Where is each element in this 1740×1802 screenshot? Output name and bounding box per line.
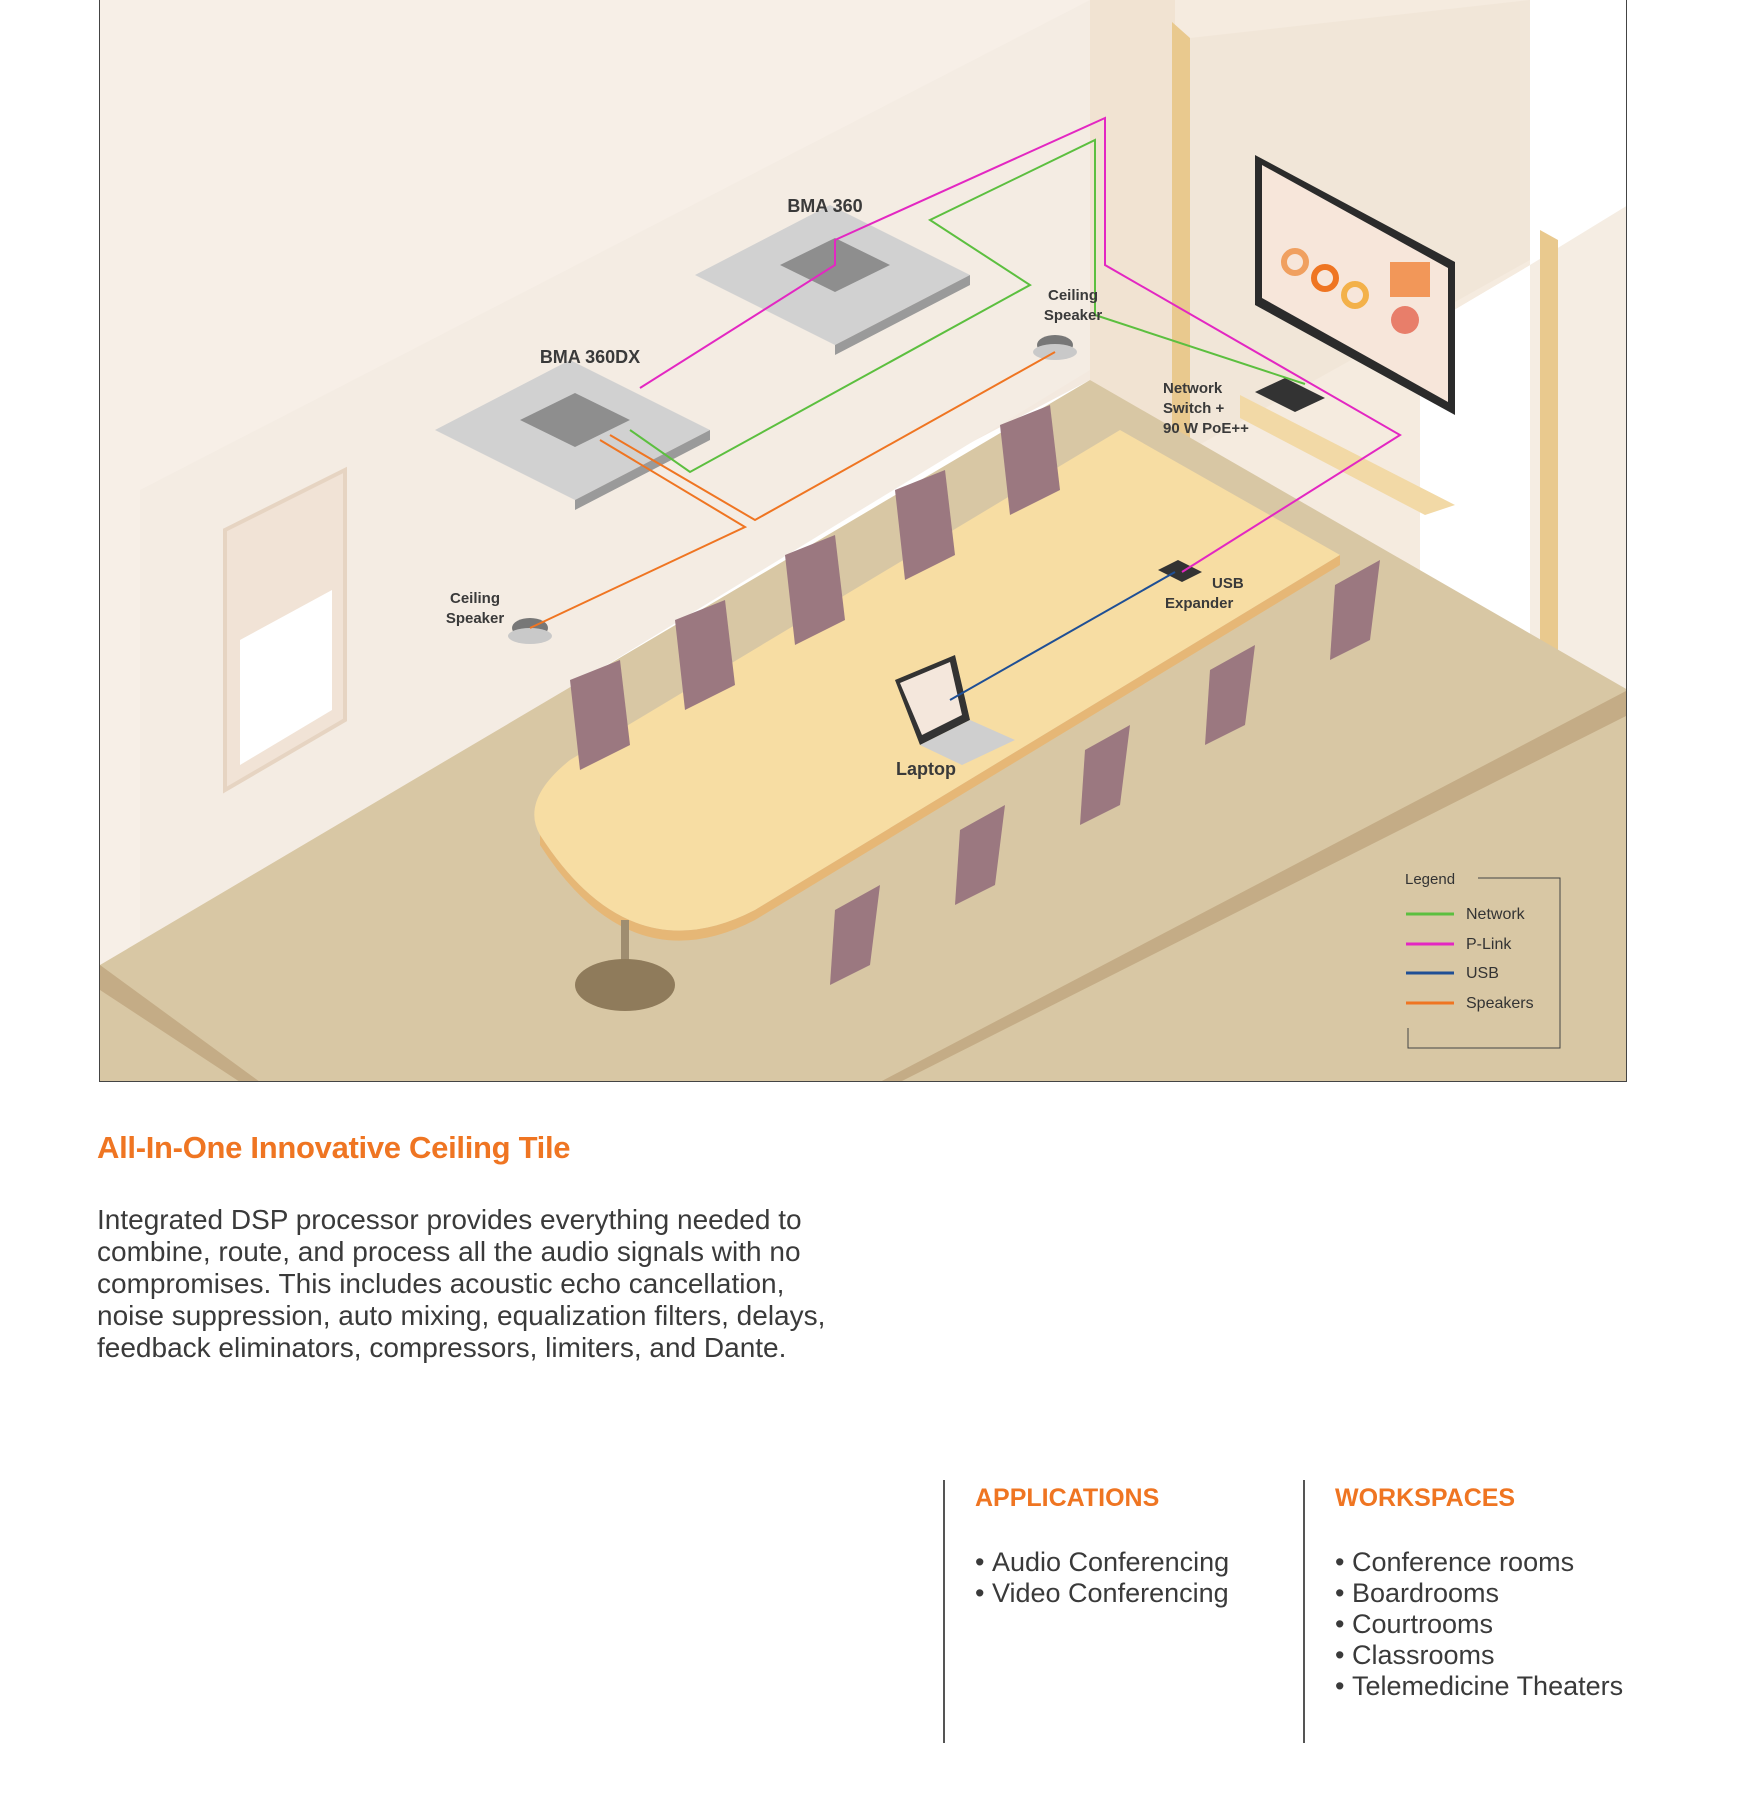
network-switch-device	[1255, 378, 1325, 412]
workspaces-list: Conference rooms Boardrooms Courtrooms C…	[1335, 1547, 1633, 1702]
section-body: Integrated DSP processor provides everyt…	[97, 1204, 826, 1363]
table-base	[575, 959, 675, 1011]
network-switch-label-3: 90 W PoE++	[1163, 420, 1249, 437]
door-right-frame	[1540, 230, 1558, 680]
speaker-cable-1	[529, 439, 748, 629]
window-glass	[240, 590, 332, 765]
applications-list: Audio Conferencing Video Conferencing	[975, 1547, 1303, 1609]
usb-cable	[949, 571, 1176, 701]
bma360-label: BMA 360	[787, 196, 862, 216]
plink-cable	[639, 116, 1402, 573]
list-item: Boardrooms	[1335, 1578, 1633, 1609]
workspaces-heading: WORKSPACES	[1335, 1484, 1516, 1512]
ceiling-speaker-left-label-1: Ceiling	[450, 590, 500, 607]
ceiling-speaker-right-label-1: Ceiling	[1048, 287, 1098, 304]
network-switch-label-1: Network	[1163, 380, 1223, 397]
door-frame	[1172, 22, 1190, 450]
chairs	[570, 405, 1380, 985]
usb-expander-label-2: Expander	[1165, 595, 1234, 612]
list-item: Video Conferencing	[975, 1578, 1303, 1609]
ceiling-speaker-right-label-2: Speaker	[1044, 307, 1103, 324]
list-item: Classrooms	[1335, 1640, 1633, 1671]
network-switch-label-2: Switch +	[1163, 400, 1225, 417]
intro-section: All-In-One Innovative Ceiling Tile Integ…	[97, 1130, 837, 1364]
legend: Legend Network P-Link USB Speakers	[1405, 871, 1561, 1049]
legend-title: Legend	[1405, 871, 1455, 888]
list-item: Telemedicine Theaters	[1335, 1671, 1633, 1702]
list-item: Courtrooms	[1335, 1609, 1633, 1640]
legend-speakers-label: Speakers	[1466, 995, 1534, 1012]
laptop-label: Laptop	[896, 759, 956, 779]
applications-column: APPLICATIONS Audio Conferencing Video Co…	[943, 1480, 1303, 1743]
applications-heading: APPLICATIONS	[975, 1484, 1160, 1512]
wall-shelf	[1240, 395, 1455, 515]
usb-expander-device	[1158, 560, 1202, 582]
list-item: Conference rooms	[1335, 1547, 1633, 1578]
legend-plink-label: P-Link	[1466, 936, 1512, 953]
usb-expander-label-1: USB	[1212, 575, 1244, 592]
speaker-cable-2	[609, 351, 1056, 522]
bma360dx-device	[520, 393, 630, 447]
room-illustration: BMA 360 BMA 360DX Ceiling Speaker Ceilin…	[100, 0, 1626, 1081]
section-title: All-In-One Innovative Ceiling Tile	[97, 1130, 571, 1165]
floor-edge-right	[881, 691, 1626, 1081]
left-wall-edge	[100, 0, 1090, 980]
bma360dx-label: BMA 360DX	[540, 347, 640, 367]
workspaces-column: WORKSPACES Conference rooms Boardrooms C…	[1303, 1480, 1633, 1743]
conference-room-diagram: BMA 360 BMA 360DX Ceiling Speaker Ceilin…	[99, 0, 1627, 1082]
ceiling-speaker-left-label-2: Speaker	[446, 610, 505, 627]
network-cable	[629, 138, 1306, 474]
legend-usb-label: USB	[1466, 965, 1499, 982]
list-item: Audio Conferencing	[975, 1547, 1303, 1578]
legend-network-label: Network	[1466, 906, 1526, 923]
